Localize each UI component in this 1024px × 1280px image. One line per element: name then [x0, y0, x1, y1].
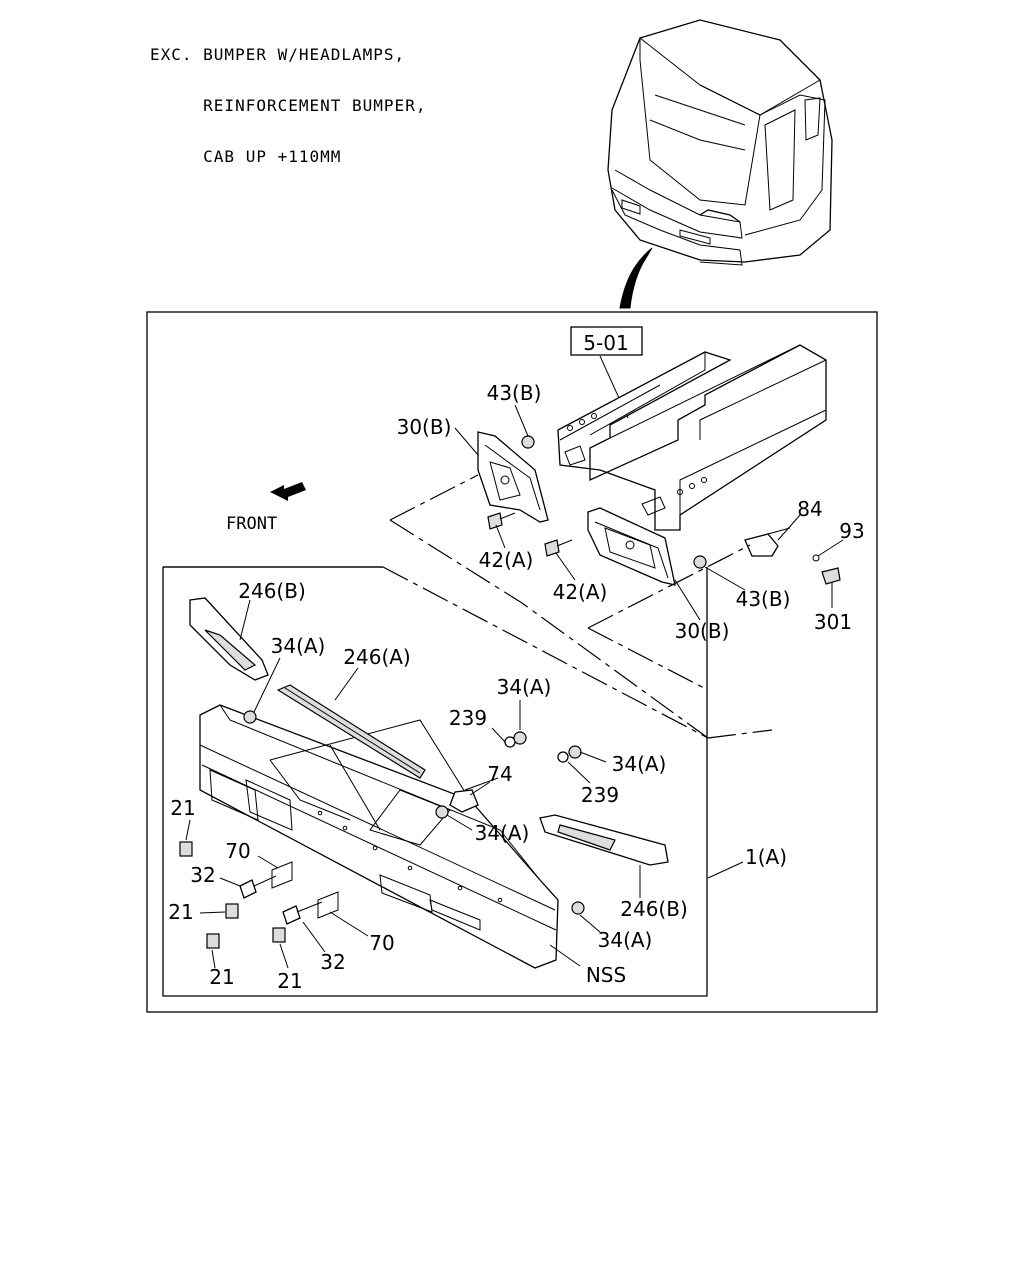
bracket-30b-left: [477, 431, 549, 523]
outer-frame: [146, 311, 878, 1013]
callout-30b-bottom: 30(B): [675, 619, 730, 643]
ref-box: [570, 326, 643, 356]
callout-32-1: 32: [190, 863, 215, 887]
header-notes: EXC. BUMPER W/HEADLAMPS, REINFORCEMENT B…: [150, 12, 426, 182]
bumper-assembly: [199, 704, 559, 969]
frame-rails: [557, 344, 827, 531]
front-label: FRONT: [226, 514, 277, 534]
callout-21-4: 21: [277, 969, 302, 993]
callout-239-1: 239: [449, 706, 487, 730]
callout-43b-top: 43(B): [487, 381, 542, 405]
callout-42a-2: 42(A): [553, 580, 608, 604]
bracket-74: [449, 777, 499, 813]
callout-21-1: 21: [170, 796, 195, 820]
callout-30b-top: 30(B): [397, 415, 452, 439]
fasteners-frame: [487, 435, 841, 585]
callout-74: 74: [487, 762, 512, 786]
callout-21-3: 21: [209, 965, 234, 989]
callout-93: 93: [839, 519, 864, 543]
clips-and-bolts: [179, 841, 339, 949]
header-line-2: REINFORCEMENT BUMPER,: [150, 96, 427, 115]
callout-70-2: 70: [369, 931, 394, 955]
leader-lines: [185, 404, 844, 969]
callout-1a: 1(A): [745, 845, 787, 869]
callout-239-2: 239: [581, 783, 619, 807]
callout-34a-3: 34(A): [612, 752, 667, 776]
callout-246b-right: 246(B): [620, 897, 688, 921]
callout-301: 301: [814, 610, 852, 634]
callout-34a-1: 34(A): [271, 634, 326, 658]
callout-34a-2: 34(A): [497, 675, 552, 699]
front-arrow-icon: [270, 482, 306, 501]
callout-21-2: 21: [168, 900, 193, 924]
callout-70-1: 70: [225, 839, 250, 863]
assembly-lines: [382, 474, 773, 739]
callout-246a: 246(A): [343, 645, 410, 669]
side-pad-246b-left: [189, 597, 269, 681]
header-line-1: EXC. BUMPER W/HEADLAMPS,: [150, 45, 406, 64]
callout-nss: NSS: [586, 963, 626, 987]
callout-84: 84: [797, 497, 822, 521]
truck-cab-illustration: [607, 19, 833, 309]
callout-43b-right: 43(B): [736, 587, 791, 611]
header-line-3: CAB UP +110MM: [150, 147, 342, 166]
callout-42a-1: 42(A): [479, 548, 534, 572]
grille-246a: [276, 684, 426, 779]
ref-box-label: 5-01: [583, 331, 628, 355]
side-pad-246b-right: [539, 814, 669, 866]
callout-32-2: 32: [320, 950, 345, 974]
callout-246b-left: 246(B): [238, 579, 306, 603]
bracket-30b-right: [587, 507, 676, 586]
washers: [243, 710, 585, 915]
callouts: 43(B) 30(B) 42(A) 42(A) 84 93 43(B) 301 …: [168, 381, 864, 993]
callout-34a-4: 34(A): [475, 821, 530, 845]
callout-34a-5: 34(A): [598, 928, 653, 952]
